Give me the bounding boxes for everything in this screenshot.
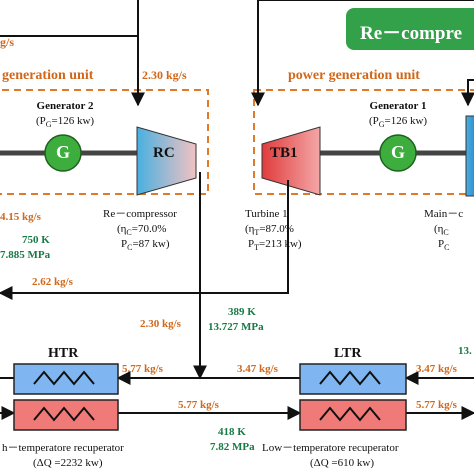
tb1-power: PT=213 kw) — [248, 238, 302, 253]
recompressor-shape — [136, 126, 197, 196]
mid-branch-flow: 2.30 kg/s — [140, 318, 181, 330]
main-compressor-name: Main－c — [424, 208, 464, 220]
bottom-pressure: 7.82 MPa — [210, 441, 255, 453]
generator-2-circle — [44, 134, 82, 172]
htr-cold-side — [13, 363, 119, 395]
mid-temp: 389 K — [228, 306, 256, 318]
ltr-hot-coil — [319, 406, 381, 422]
split-line-left — [0, 190, 289, 300]
main-compressor-shape — [465, 115, 474, 197]
rc-name: Re－compressor — [103, 208, 177, 220]
ltr-cold-coil — [319, 370, 381, 386]
rc-power: PC=87 kw) — [121, 238, 170, 253]
ltr-cold-side — [299, 363, 407, 395]
left-unit-box — [0, 89, 209, 195]
generator-1-name: Generator 1 — [369, 100, 427, 112]
rc-label: RC — [153, 145, 175, 161]
right-unit-label: power generation unit — [288, 68, 420, 83]
turbine-shape — [261, 126, 321, 196]
htr-name: h－temperatore recuperator — [2, 442, 124, 454]
top-left-flow: g/s — [0, 35, 15, 49]
htr-label: HTR — [48, 346, 79, 361]
left-out-pressure: 7.885 MPa — [0, 249, 51, 261]
bottom-temp: 418 K — [218, 426, 246, 438]
htr-top-flow: 5.77 kg/s — [122, 363, 163, 375]
htr-hot-side — [13, 399, 119, 431]
generator-2-name: Generator 2 — [36, 100, 94, 112]
rc-inlet-flow: 2.30 kg/s — [142, 68, 187, 82]
htr-hot-coil — [33, 406, 95, 422]
ltr-bottom-right-flow: 5.77 kg/s — [416, 399, 457, 411]
generator-1-power: (PG=126 kw) — [368, 115, 428, 130]
tb1-label: TB1 — [270, 145, 298, 161]
mid-pressure: 13.727 MPa — [208, 321, 264, 333]
tb1-name: Turbine 1 — [245, 208, 288, 220]
title-badge: Re－compre — [346, 8, 474, 50]
main-compressor-eff: (ηC — [434, 223, 449, 238]
left-out-flow: 4.15 kg/s — [0, 211, 41, 223]
top-pipe-to-turbine — [251, 0, 474, 107]
htr-ltr-bottom-flow: 5.77 kg/s — [178, 399, 219, 411]
top-pipe-to-rc — [0, 0, 139, 37]
htr-cold-coil — [33, 370, 95, 386]
tb1-efficiency: (ηT=87.0% — [245, 223, 294, 238]
main-compressor-power: PC — [438, 238, 450, 253]
generator-2-symbol: G — [55, 142, 70, 162]
left-out-temp: 750 K — [22, 234, 50, 246]
right-edge-label: 13. — [458, 345, 472, 357]
title-badge-text: Re－compre — [360, 23, 463, 44]
generator-2-power: (PG=126 kw) — [35, 115, 95, 130]
right-pipe-to-main — [461, 79, 474, 107]
generator-1-circle — [379, 134, 417, 172]
ltr-label: LTR — [334, 346, 362, 361]
right-unit-box — [253, 89, 474, 195]
ltr-name: Low－temperatore recuperator — [262, 442, 399, 454]
ltr-top-left-flow: 3.47 kg/s — [237, 363, 278, 375]
mid-left-flow: 2.62 kg/s — [32, 276, 73, 288]
rc-efficiency: (ηC=70.0% — [117, 223, 167, 238]
ltr-duty: (ΔQ =610 kw) — [310, 457, 374, 469]
ltr-top-right-flow: 3.47 kg/s — [416, 363, 457, 375]
left-unit-label: generation unit — [2, 68, 94, 83]
htr-duty: (ΔQ =2232 kw) — [33, 457, 103, 469]
generator-1-symbol: G — [390, 142, 405, 162]
ltr-hot-side — [299, 399, 407, 431]
